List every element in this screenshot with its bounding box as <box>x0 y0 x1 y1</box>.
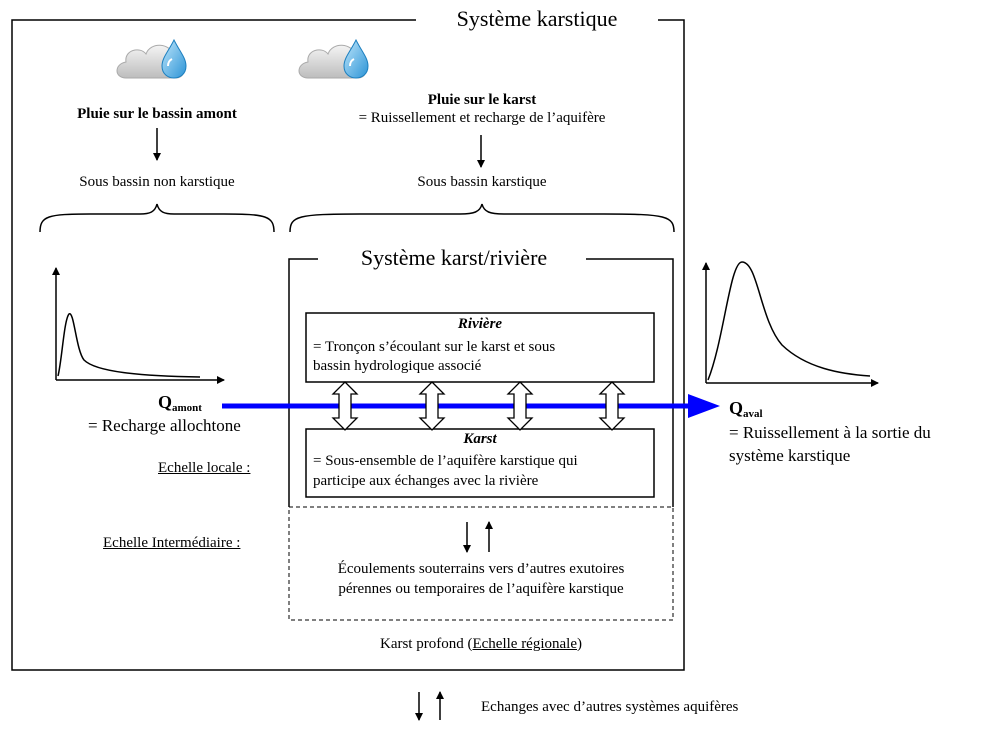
flow-arrow-head <box>688 394 720 418</box>
intermediate-scale-label: Echelle Intermédiaire : <box>103 535 241 551</box>
brace-non-karst <box>39 203 275 233</box>
karst-box-line2: participe aux échanges avec la rivière <box>313 473 539 489</box>
karst-river-frame <box>288 258 674 507</box>
underground-flow-line2: pérennes ou temporaires de l’aquifère ka… <box>338 581 624 597</box>
q-aval-line2: système karstique <box>729 446 851 465</box>
exchange-arrows <box>331 381 626 431</box>
river-box <box>305 312 655 383</box>
karst-box-line1: = Sous-ensemble de l’aquifère karstique … <box>313 453 578 469</box>
q-aval-line1: = Ruissellement à la sortie du <box>729 423 931 442</box>
karst-basin-label: Sous bassin karstique <box>417 174 547 190</box>
rain-karst-label: Pluie sur le karst <box>427 92 537 108</box>
deep-karst-label: Karst profond (Echelle régionale) <box>379 636 582 652</box>
q-amont-label: Qamont <box>158 392 202 414</box>
karst-system-title: Système karstique <box>416 6 658 32</box>
rain-karst-sublabel: = Ruissellement et recharge de l’aquifèr… <box>358 110 606 126</box>
rain-cloud-icon <box>116 38 187 79</box>
river-box-line2: bassin hydrologique associé <box>313 358 482 374</box>
q-aval-label: Qaval <box>729 398 763 420</box>
brace-karst <box>289 203 675 233</box>
exchanges-label: Echanges avec d’autres systèmes aquifère… <box>481 699 739 715</box>
q-amont-desc: = Recharge allochtone <box>88 416 241 435</box>
river-box-title: Rivière <box>457 316 503 332</box>
river-box-line1: = Tronçon s’écoulant sur le karst et sou… <box>313 339 556 355</box>
karst-system-box <box>11 19 685 671</box>
underground-flow-line1: Écoulements souterrains vers d’autres ex… <box>337 561 625 577</box>
rain-upstream-label: Pluie sur le bassin amont <box>77 106 237 122</box>
rain-cloud-icon <box>298 38 369 79</box>
karst-river-system-title: Système karst/rivière <box>322 245 586 271</box>
karst-box <box>305 428 655 498</box>
karst-box-title: Karst <box>463 431 497 447</box>
hydrograph-upstream <box>52 267 225 384</box>
deep-exchange-dashed-box <box>288 506 674 621</box>
local-scale-label: Echelle locale : <box>158 460 251 476</box>
regional-scale-label: Echelle régionale <box>472 636 577 652</box>
hydrograph-downstream <box>702 261 879 387</box>
non-karst-basin-label: Sous bassin non karstique <box>79 174 235 190</box>
